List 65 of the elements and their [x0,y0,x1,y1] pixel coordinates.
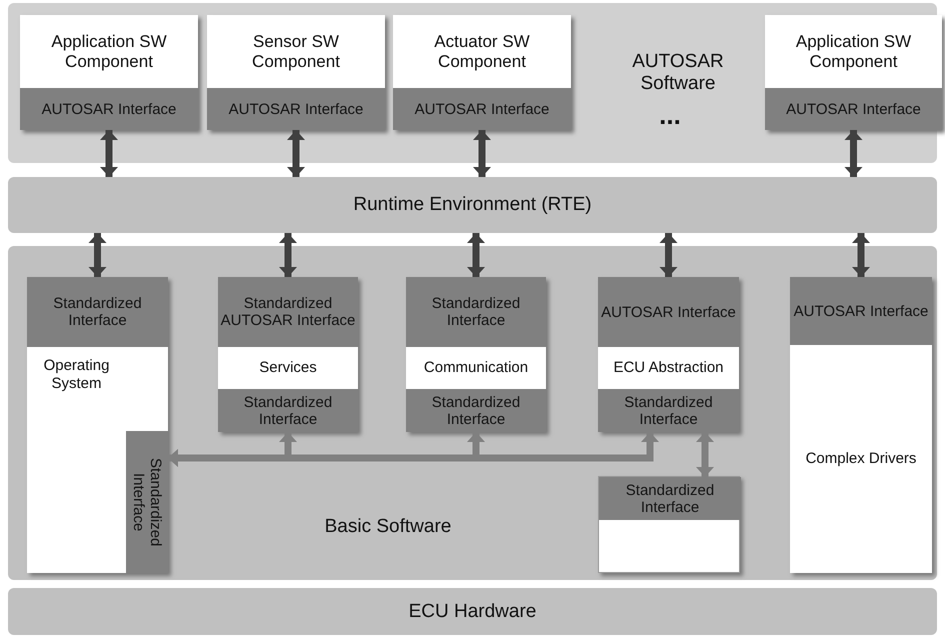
interface-box [218,277,358,347]
interface-label: AUTOSAR Interface [414,100,550,118]
layer-title: AUTOSAR Software [631,51,725,95]
double-arrow [844,130,862,177]
interface-box [765,88,942,130]
module-box [790,277,932,573]
interface-box [126,431,168,573]
module-title: Complex Drivers [806,450,916,468]
double-arrow [852,233,870,277]
module-title: ECU Abstraction [613,359,724,377]
interface-box [790,277,932,345]
interface-box [20,88,198,130]
interface-box [598,389,739,432]
interface-label: AUTOSAR Interface [794,302,928,320]
interface-box [218,389,358,432]
interface-label: Standardized Interface [430,295,522,329]
layer-title: Basic Software [324,516,452,538]
interface-box [27,277,168,347]
module-box [393,15,571,130]
interface-label: AUTOSAR Interface [601,304,736,320]
double-arrow [696,432,714,477]
module-title: Services [259,359,317,377]
interface-label: Standardized Interface [242,394,334,428]
layer-band [8,588,937,635]
interface-box [207,88,385,130]
layer-band [8,177,937,233]
module-box [207,15,385,130]
layer-title: Runtime Environment (RTE) [353,194,592,216]
double-arrow [660,233,678,277]
interface-label: AUTOSAR Interface [786,100,921,118]
module-box [20,15,198,130]
layer-band [8,246,937,580]
interface-box [406,389,546,432]
module-box [765,15,942,130]
interface-label: Standardized Interface [430,394,522,428]
module-box [218,277,358,432]
module-title: Application SW Component [794,32,912,72]
interface-label: Standardized AUTOSAR Interface [220,295,356,329]
interface-label: Standardized Interface [624,482,716,516]
module-box [598,277,739,432]
module-title: Actuator SW Component [433,32,531,72]
module-title: Application SW Component [50,32,168,72]
interface-label: Standardized Interface [52,295,143,329]
interface-label: AUTOSAR Interface [42,100,176,118]
interface-box [406,277,546,347]
double-arrow [279,233,297,277]
module-box [598,476,740,573]
double-arrow [473,130,491,177]
interface-box [393,88,571,130]
layer-title: ECU Hardware [408,600,536,622]
module-title: Communication [424,359,528,377]
double-arrow [100,130,118,177]
ellipsis-label: ... [658,100,682,130]
double-arrow [467,233,485,277]
module-title: Sensor SW Component [251,32,341,72]
interface-label: AUTOSAR Interface [228,100,364,118]
module-box [406,277,546,432]
double-arrow [287,130,305,177]
double-arrow [88,233,106,277]
interface-box [598,277,739,347]
module-box [27,277,168,573]
interface-box [599,477,741,520]
interface-label: Standardized Interface [623,394,714,428]
module-title: Operating System [42,357,110,393]
interface-label: Standardized Interface [130,456,164,548]
